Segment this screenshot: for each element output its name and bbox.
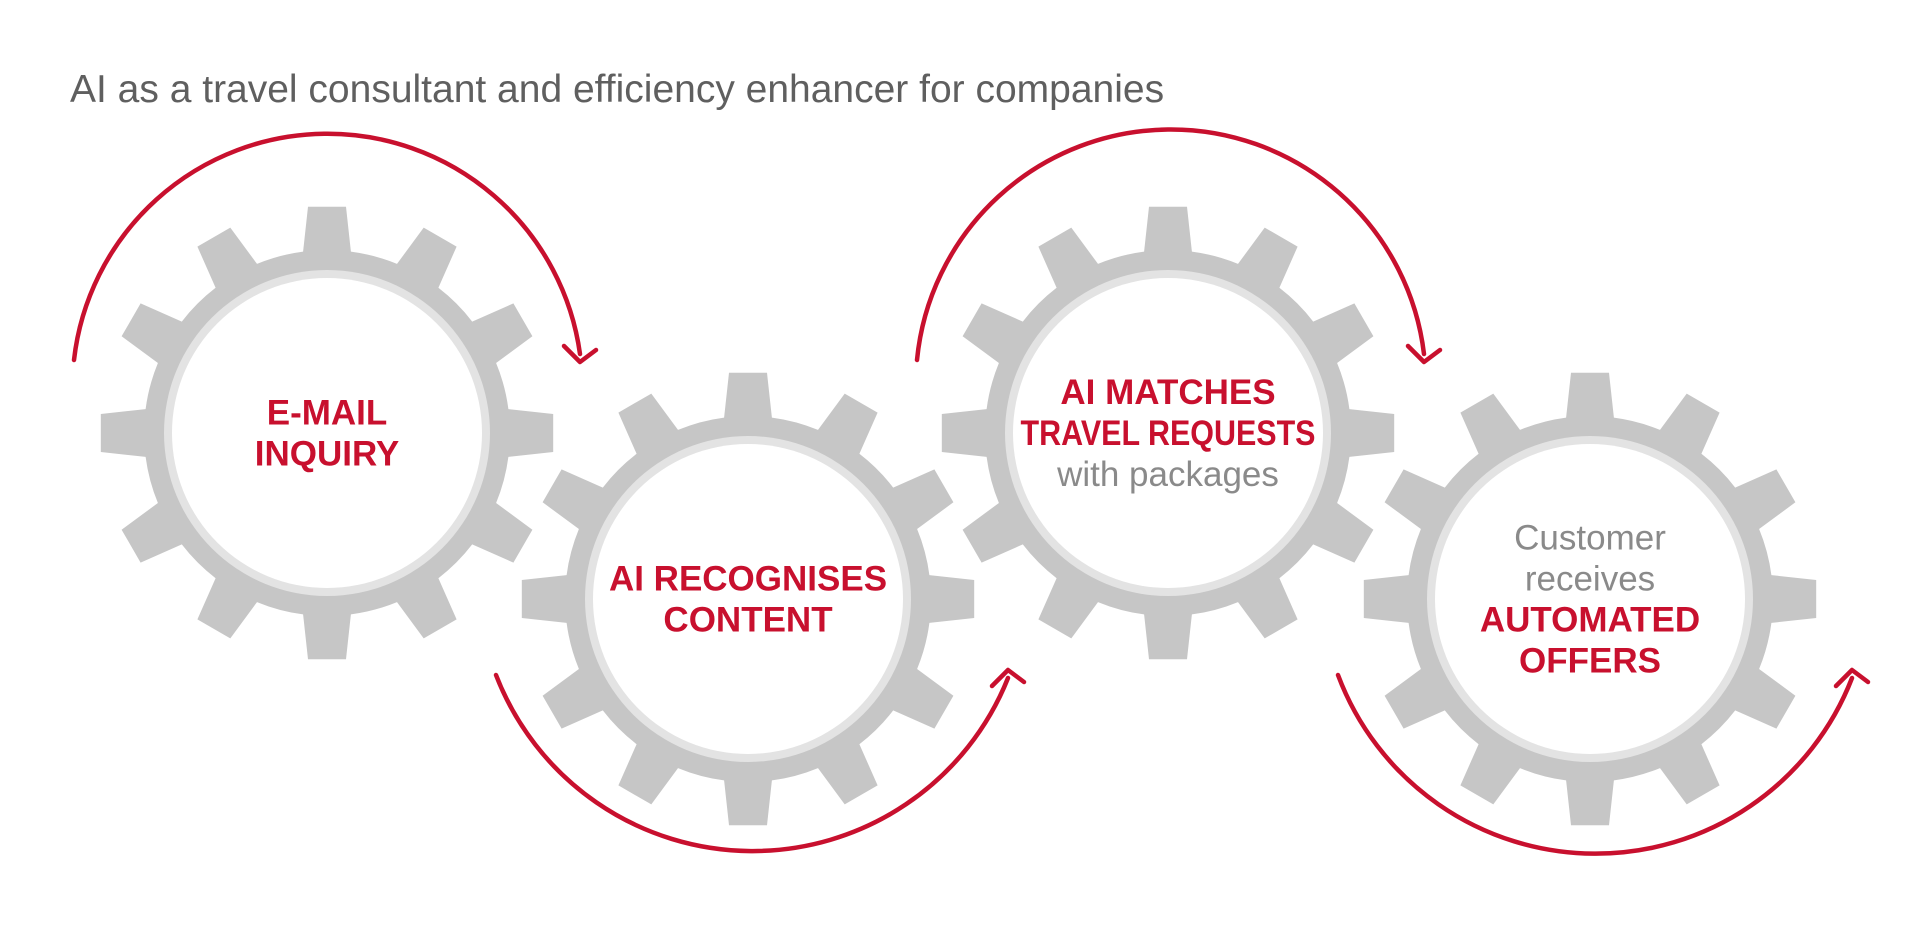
arrow-arc <box>914 127 1427 363</box>
gear-icon <box>941 206 1395 660</box>
gear-face <box>1013 278 1323 588</box>
gear-icon <box>100 206 554 660</box>
step-label-line: INQUIRY <box>255 435 400 474</box>
diagram-title: AI as a travel consultant and efficiency… <box>70 68 1164 111</box>
step-label-line: E-MAIL <box>267 394 388 433</box>
arrow-head <box>561 343 599 365</box>
arrow-arc <box>493 672 1011 854</box>
arrow-arc <box>71 131 583 363</box>
arrow-icon <box>1335 667 1871 856</box>
arrow-head <box>1833 667 1871 689</box>
arrow-group <box>71 127 1871 856</box>
step-label-line: AI RECOGNISES <box>609 560 887 599</box>
gear-face <box>1435 444 1745 754</box>
gear-face <box>172 278 482 588</box>
arrow-icon <box>493 667 1027 854</box>
arrow-head <box>1405 343 1443 365</box>
step-label-line: AI MATCHES <box>1060 373 1275 412</box>
step-label-line: OFFERS <box>1519 642 1661 681</box>
arrow-icon <box>71 131 599 365</box>
arrow-head <box>989 667 1027 689</box>
step-label-line: TRAVEL REQUESTS <box>1021 414 1316 453</box>
gear-icon <box>521 372 975 826</box>
gear-face <box>593 444 903 754</box>
arrow-icon <box>914 127 1443 365</box>
step-label-line: with packages <box>1056 455 1279 494</box>
step-label-line: Customer <box>1514 519 1666 558</box>
gear-icon <box>1363 372 1817 826</box>
step-label-line: AUTOMATED <box>1480 601 1700 640</box>
gear-group <box>100 206 1817 826</box>
arrow-arc <box>1335 672 1855 856</box>
step-label-line: receives <box>1525 560 1655 599</box>
step-label-line: CONTENT <box>663 601 832 640</box>
